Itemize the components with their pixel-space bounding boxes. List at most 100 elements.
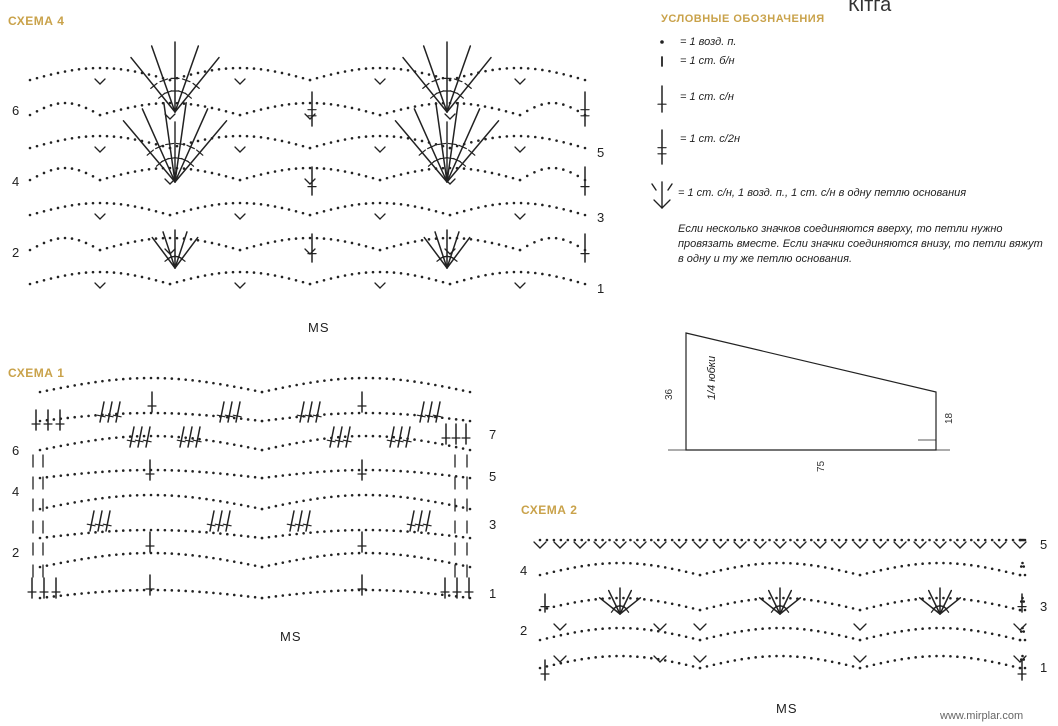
chain-dot	[851, 665, 855, 668]
scheme4-row-2: 2	[12, 245, 20, 260]
chain-dot	[789, 561, 792, 565]
chain-dot	[865, 538, 869, 542]
chain-dot	[754, 563, 757, 566]
chain-dot	[316, 497, 319, 500]
chain-dot	[357, 272, 361, 275]
chain-dot	[576, 211, 580, 215]
chain-dot	[70, 68, 74, 72]
stitch-line	[164, 178, 171, 185]
chain-dot	[161, 236, 165, 240]
chain-dot	[63, 138, 67, 141]
stitch-line	[97, 510, 103, 532]
chain-dot	[115, 469, 118, 473]
chain-dot	[105, 246, 109, 250]
stitch-line	[598, 597, 621, 615]
chain-dot	[976, 564, 980, 568]
chain-dot	[555, 71, 558, 74]
chain-dot	[177, 589, 181, 592]
stitch-line	[559, 541, 567, 549]
chain-dot	[42, 241, 46, 245]
chain-dot	[914, 628, 917, 631]
chain-dot	[858, 608, 862, 612]
stitch-line	[993, 541, 1001, 549]
stitch-line	[174, 102, 187, 183]
chain-dot	[399, 553, 402, 557]
chain-dot	[554, 166, 558, 170]
chain-dot	[533, 105, 536, 109]
chain-dot	[52, 535, 56, 538]
chain-dot	[879, 661, 883, 665]
chain-dot	[245, 111, 249, 115]
chain-dot	[182, 74, 186, 78]
chain-dot	[677, 568, 681, 572]
chain-dot	[483, 105, 487, 108]
chain-dot	[267, 389, 271, 392]
chain-dot	[447, 503, 451, 506]
stitch-line	[224, 414, 234, 418]
chain-dot	[580, 629, 584, 633]
chain-dot	[420, 381, 423, 384]
chain-dot	[91, 134, 95, 138]
chain-dot	[956, 562, 959, 565]
stitch-line	[422, 82, 430, 89]
chain-dot	[28, 282, 32, 286]
chain-dot	[308, 236, 312, 240]
chain-dot	[858, 666, 862, 670]
chain-dot	[406, 68, 410, 72]
chain-dot	[112, 271, 116, 274]
stitch-line	[150, 45, 176, 113]
chain-dot	[477, 275, 480, 278]
stitch-line	[297, 510, 303, 532]
chain-dot	[963, 538, 966, 542]
stitch-line	[446, 236, 471, 269]
stitch-line	[222, 523, 232, 527]
legend-item-dc: = 1 ст. с/н	[680, 91, 734, 103]
chain-dot	[526, 202, 530, 205]
chain-dot	[976, 599, 980, 603]
chain-dot	[576, 144, 580, 148]
chain-dot	[837, 603, 841, 607]
chain-dot	[177, 377, 181, 381]
stitch-line	[933, 541, 941, 549]
chain-dot	[94, 497, 97, 501]
chain-dot	[196, 71, 200, 75]
chain-dot	[49, 208, 53, 211]
chain-dot	[80, 415, 83, 418]
stitch-line	[607, 589, 621, 615]
stitch-line	[739, 541, 747, 549]
chain-dot	[677, 661, 681, 665]
chain-dot	[203, 70, 207, 73]
chain-dot	[477, 206, 480, 209]
chain-dot	[168, 236, 172, 240]
chain-dot	[316, 470, 319, 474]
chain-dot	[274, 504, 278, 508]
chain-dot	[378, 270, 382, 274]
chain-dot	[35, 211, 39, 215]
chain-dot	[650, 628, 653, 632]
page-label: Кітга	[848, 0, 892, 16]
chain-dot	[94, 591, 97, 594]
chain-dot	[406, 590, 409, 593]
chain-dot	[154, 209, 158, 213]
chain-dot	[441, 211, 445, 215]
chain-dot	[260, 536, 264, 540]
chain-dot	[406, 496, 409, 499]
chain-dot	[990, 602, 994, 606]
chain-dot	[733, 601, 737, 604]
stitch-line	[553, 541, 561, 549]
chain-dot	[378, 411, 382, 415]
chain-dot	[350, 241, 354, 245]
chain-dot	[371, 111, 375, 115]
chain-dot	[441, 236, 445, 240]
chain-dot	[378, 528, 382, 532]
chain-dot	[399, 378, 402, 382]
chain-dot	[273, 205, 277, 208]
chain-dot	[705, 572, 709, 575]
chain-dot	[219, 440, 222, 444]
stitch-line	[873, 541, 881, 549]
chain-dot	[691, 538, 695, 542]
chain-dot	[476, 168, 480, 172]
chain-dot	[281, 561, 285, 564]
stitch-line	[107, 401, 113, 423]
chain-dot	[135, 434, 139, 438]
